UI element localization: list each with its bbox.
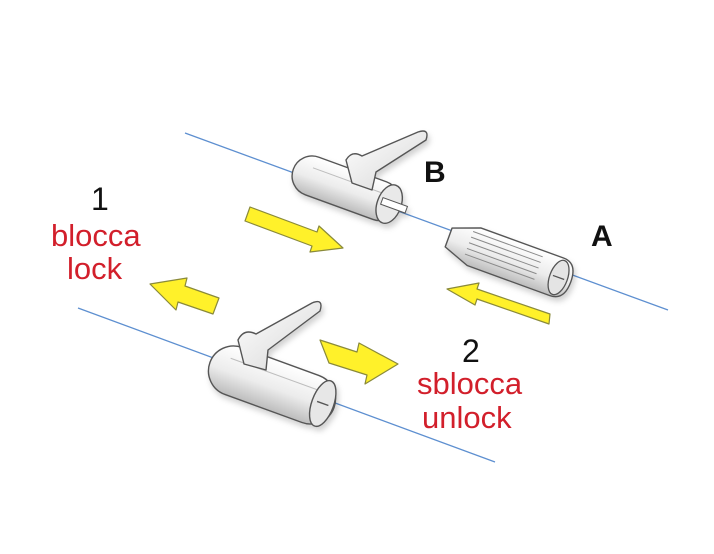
step1-label-en: lock — [67, 251, 123, 286]
upper-wire — [184, 132, 669, 311]
step1-number: 1 — [91, 181, 109, 217]
clip-b-icon — [291, 130, 428, 225]
clip-assembled-icon — [207, 300, 337, 428]
arrow-lock-icon — [149, 277, 220, 315]
step2-label-it: sblocca — [417, 366, 523, 401]
arrow-right-up-icon — [446, 282, 551, 325]
label-b: B — [424, 156, 446, 189]
label-a: A — [591, 220, 613, 253]
step2-number: 2 — [462, 333, 480, 369]
step1-label-it: blocca — [51, 218, 141, 253]
clip-a-icon — [444, 227, 574, 298]
step2-label-en: unlock — [422, 400, 512, 435]
arrow-center-down-icon — [244, 206, 344, 253]
arrow-unlock-icon — [319, 339, 399, 385]
